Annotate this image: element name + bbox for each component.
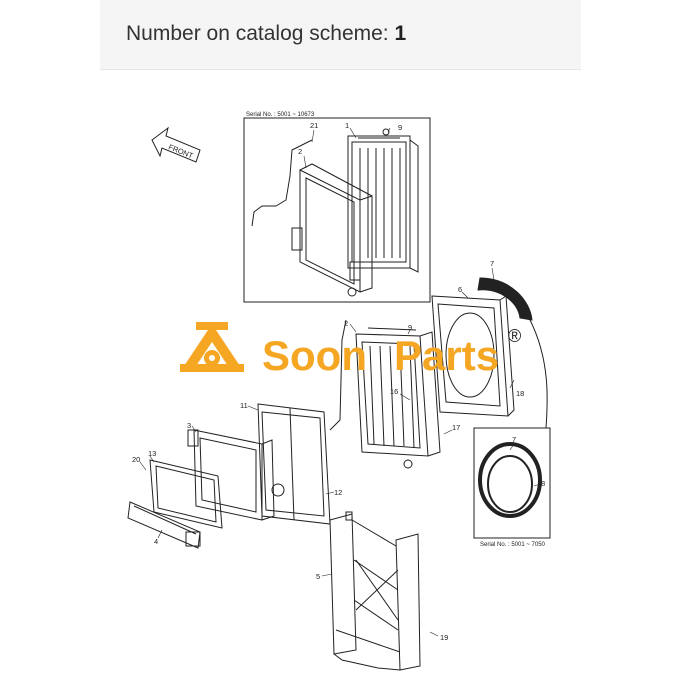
bracket [127, 501, 201, 549]
callout-3: 3 [187, 421, 191, 430]
serial-top-label: Serial No. : 5001 ~ 10673 [246, 112, 315, 118]
callout-17: 17 [452, 423, 460, 432]
connector-arc [529, 319, 548, 429]
title-prefix: Number on catalog scheme: [126, 22, 389, 45]
serial-top-box [243, 117, 431, 303]
callout-1: 1 [345, 121, 349, 130]
callout-16: 16 [390, 387, 398, 396]
registered-mark: ® [508, 326, 521, 346]
fan-ring-detail [478, 442, 542, 518]
side-panel [257, 403, 331, 525]
leader-lines [139, 127, 541, 637]
catalog-header: Number on catalog scheme: 1 [100, 0, 581, 70]
brand-parts: Parts [394, 332, 499, 379]
callout-6: 6 [458, 285, 462, 294]
title-number: 1 [394, 22, 407, 45]
serial-bottom-label: Serial No. : 5001 ~ 7050 [480, 542, 546, 548]
callout-11: 11 [240, 401, 248, 410]
callout-5: 5 [316, 572, 320, 581]
callout-2: 2 [298, 147, 302, 156]
fan-shroud [431, 295, 515, 417]
callout-9: 9 [398, 123, 402, 132]
fan-ring-top [477, 277, 533, 321]
callout-20: 20 [132, 455, 140, 464]
middle-radiator [329, 319, 441, 469]
frame-stand [329, 511, 421, 671]
top-radiator [347, 128, 419, 273]
oil-cooler [187, 429, 285, 521]
callout-21: 21 [310, 121, 318, 130]
cover-plate [149, 459, 223, 529]
callout-12: 12 [334, 488, 342, 497]
top-hose [251, 139, 313, 227]
catalog-scheme-title: Number on catalog scheme: 1 [126, 22, 406, 46]
front-arrow-icon [151, 126, 201, 163]
callout-18: 18 [516, 389, 524, 398]
callout-4: 4 [154, 537, 158, 546]
callout-19: 19 [440, 633, 448, 642]
callout-13: 13 [148, 449, 156, 458]
callout-8: 8 [541, 479, 545, 488]
callout-7b: 7 [512, 435, 516, 444]
top-frame [291, 163, 373, 297]
serial-bottom-box [473, 427, 551, 539]
callout-9b: 9 [408, 323, 412, 332]
callout-2b: 2 [344, 319, 348, 328]
callout-7: 7 [490, 259, 494, 268]
soonparts-watermark: Soon Parts ® [180, 322, 521, 379]
brand-soon: Soon [262, 332, 367, 379]
soonparts-logo-icon [180, 322, 244, 372]
